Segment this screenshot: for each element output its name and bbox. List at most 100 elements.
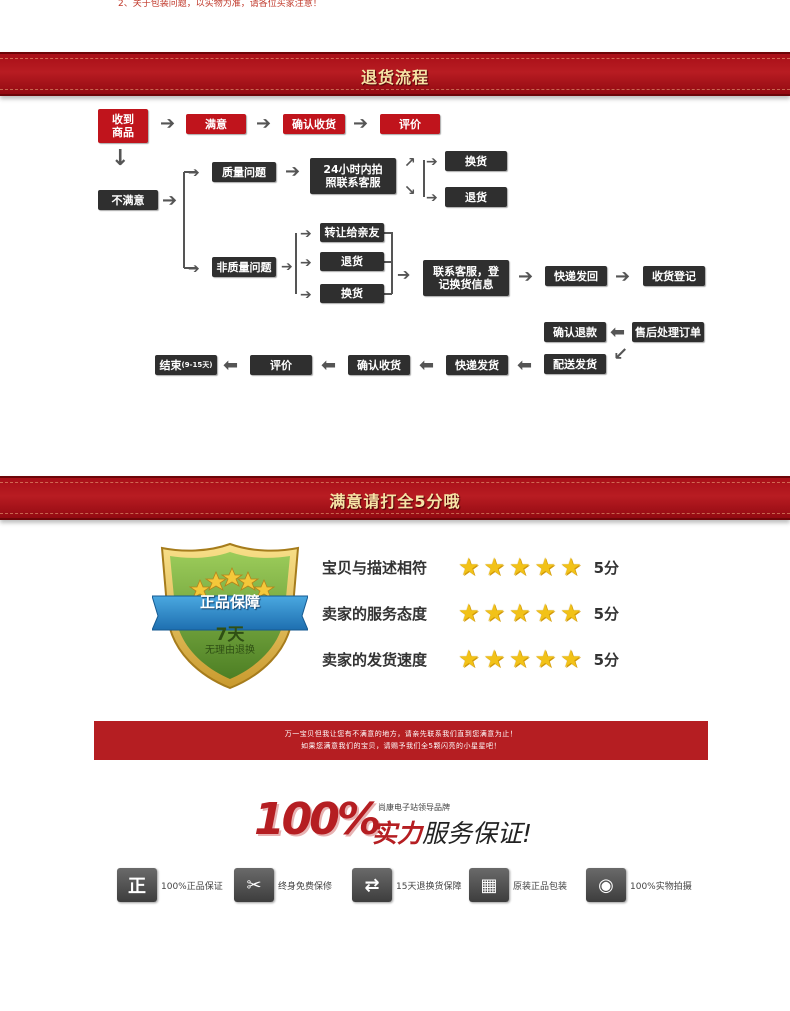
arrow-left-icon: ⬅ — [419, 355, 435, 376]
arrow-right-icon: ➔ — [300, 226, 312, 242]
arrow-right-icon: ➔ — [518, 266, 534, 287]
arrow-right-icon: ➔ — [426, 154, 438, 170]
guarantee-item-photo: ◉ 100%实物拍摄 — [586, 868, 692, 902]
notice-line-1: 万一宝贝但我让您有不满意的地方，请亲先联系我们直到您满意为止！ — [284, 730, 518, 738]
guarantee-item-label: 原装正品包装 — [513, 881, 568, 892]
arrow-down-right-icon: ↘ — [404, 183, 416, 199]
arrow-right-icon: ➔ — [300, 255, 312, 271]
star-icon: ★ — [534, 645, 557, 673]
refresh-icon: ⇄ — [352, 868, 392, 902]
arrow-right-icon: ➔ — [300, 287, 312, 303]
star-icon: ★ — [458, 599, 480, 627]
flow-return-2: 退货 — [320, 252, 384, 271]
badge-label: 正品保障 — [199, 593, 260, 611]
rating-stars: ★★★★★ — [458, 601, 582, 625]
star-icon: ★ — [483, 645, 506, 673]
badge-days: 7天 — [215, 625, 245, 645]
guarantee-item-return: ⇄ 15天退换货保障 — [352, 868, 461, 902]
flow-exchange-2: 换货 — [320, 284, 384, 303]
star-icon: ★ — [534, 599, 557, 627]
arrow-right-icon: ➔ — [397, 265, 411, 284]
arrow-left-icon: ⬅ — [517, 355, 533, 376]
arrow-left-icon: ⬅ — [610, 322, 626, 343]
flow-end-note: (9-15天) — [181, 360, 213, 369]
star-icon: ★ — [534, 553, 557, 581]
rating-score: 5分 — [593, 604, 620, 623]
arrow-left-icon: ⬅ — [321, 355, 337, 376]
star-icon: ★ — [560, 553, 582, 581]
section-banner-rating: 满意请打全5分哦 — [0, 476, 790, 520]
section-title: 满意请打全5分哦 — [329, 492, 461, 511]
flow-receipt-register: 收货登记 — [643, 266, 705, 286]
rating-stars: ★★★★★ — [458, 647, 582, 671]
top-note: 2、关于包装问题，以实物为准，请各位买家注意！ — [118, 0, 322, 9]
arrow-down-left-icon: ↙ — [613, 344, 629, 365]
guarantee-strong: 实力 — [372, 819, 423, 848]
tools-icon: ✂ — [234, 868, 274, 902]
arrow-right-icon: ➔ — [285, 161, 301, 182]
flow-confirm-receipt: 确认收货 — [283, 114, 345, 134]
arrow-down-icon: ↓ — [111, 146, 130, 171]
arrow-right-icon: ➔ — [160, 113, 176, 134]
flow-ship-out: 配送发货 — [544, 354, 606, 374]
flow-confirm-refund: 确认退款 — [544, 322, 606, 342]
arrow-right-icon: ➔ — [353, 113, 369, 134]
flow-connectors — [183, 160, 425, 295]
star-icon: ★ — [483, 553, 506, 581]
rating-label: 卖家的发货速度 — [322, 650, 428, 669]
flow-transfer: 转让给亲友 — [320, 223, 384, 242]
arrow-right-icon: ➔ — [615, 266, 631, 287]
flow-end-label: 结束 — [159, 358, 182, 372]
arrow-up-right-icon: ↗ — [404, 155, 416, 171]
authentic-shield-icon — [152, 542, 308, 690]
guarantee-tagline: 尚康电子站领导品牌 — [378, 803, 450, 812]
flow-exchange: 换货 — [445, 151, 507, 171]
flow-photo-contact: 24小时内拍 照联系客服 — [310, 158, 396, 194]
flow-review: 评价 — [380, 114, 440, 134]
star-icon: ★ — [509, 645, 531, 673]
arrow-left-icon: ⬅ — [223, 355, 239, 376]
badge-subtitle: 无理由退换 — [205, 645, 255, 656]
rating-score: 5分 — [593, 650, 620, 669]
flow-quality-issue: 质量问题 — [212, 162, 276, 182]
flow-express-ship: 快递发货 — [446, 355, 508, 375]
rating-row-shipping: 卖家的发货速度 ★★★★★ 5分 — [322, 646, 619, 672]
zheng-icon: 正 — [117, 868, 157, 902]
rating-score: 5分 — [593, 558, 620, 577]
star-icon: ★ — [560, 645, 582, 673]
flow-return: 退货 — [445, 187, 507, 207]
flow-satisfied: 满意 — [186, 114, 246, 134]
gift-icon: ▦ — [469, 868, 509, 902]
star-icon: ★ — [509, 553, 531, 581]
guarantee-item-label: 100%实物拍摄 — [630, 881, 692, 892]
flow-after-sales-order: 售后处理订单 — [632, 322, 704, 342]
flow-end: 结束(9-15天) — [155, 355, 217, 375]
arrow-right-icon: ➔ — [256, 113, 272, 134]
star-icon: ★ — [483, 599, 506, 627]
flow-contact-service: 联系客服，登 记换货信息 — [423, 260, 509, 296]
guarantee-item-warranty: ✂ 终身免费保修 — [234, 868, 332, 902]
guarantee-percent: 100% — [254, 794, 381, 845]
flow-not-satisfied: 不满意 — [98, 190, 158, 210]
guarantee-slogan: 实力服务保证! — [372, 814, 532, 850]
rating-row-service: 卖家的服务态度 ★★★★★ 5分 — [322, 600, 619, 626]
star-icon: ★ — [509, 599, 531, 627]
arrow-right-icon: ➔ — [188, 261, 200, 277]
arrow-right-icon: ➔ — [281, 259, 293, 275]
rating-label: 卖家的服务态度 — [322, 604, 428, 623]
arrow-right-icon: ➔ — [426, 190, 438, 206]
star-icon: ★ — [458, 645, 480, 673]
arrow-right-icon: ➔ — [188, 165, 200, 181]
flow-confirm-receipt-2: 确认收货 — [348, 355, 410, 375]
arrow-right-icon: ➔ — [162, 190, 178, 211]
guarantee-item-label: 终身免费保修 — [278, 881, 333, 892]
rating-label: 宝贝与描述相符 — [322, 558, 428, 577]
guarantee-item-authentic: 正 100%正品保证 — [117, 868, 223, 902]
flow-express-return: 快递发回 — [545, 266, 607, 286]
rating-row-description: 宝贝与描述相符 ★★★★★ 5分 — [322, 554, 619, 580]
guarantee-item-packaging: ▦ 原装正品包装 — [469, 868, 567, 902]
notice-banner: 万一宝贝但我让您有不满意的地方，请亲先联系我们直到您满意为止！ 如果您满意我们的… — [94, 721, 708, 760]
section-banner-return-process: 退货流程 — [0, 52, 790, 96]
rating-stars: ★★★★★ — [458, 555, 582, 579]
star-icon: ★ — [560, 599, 582, 627]
